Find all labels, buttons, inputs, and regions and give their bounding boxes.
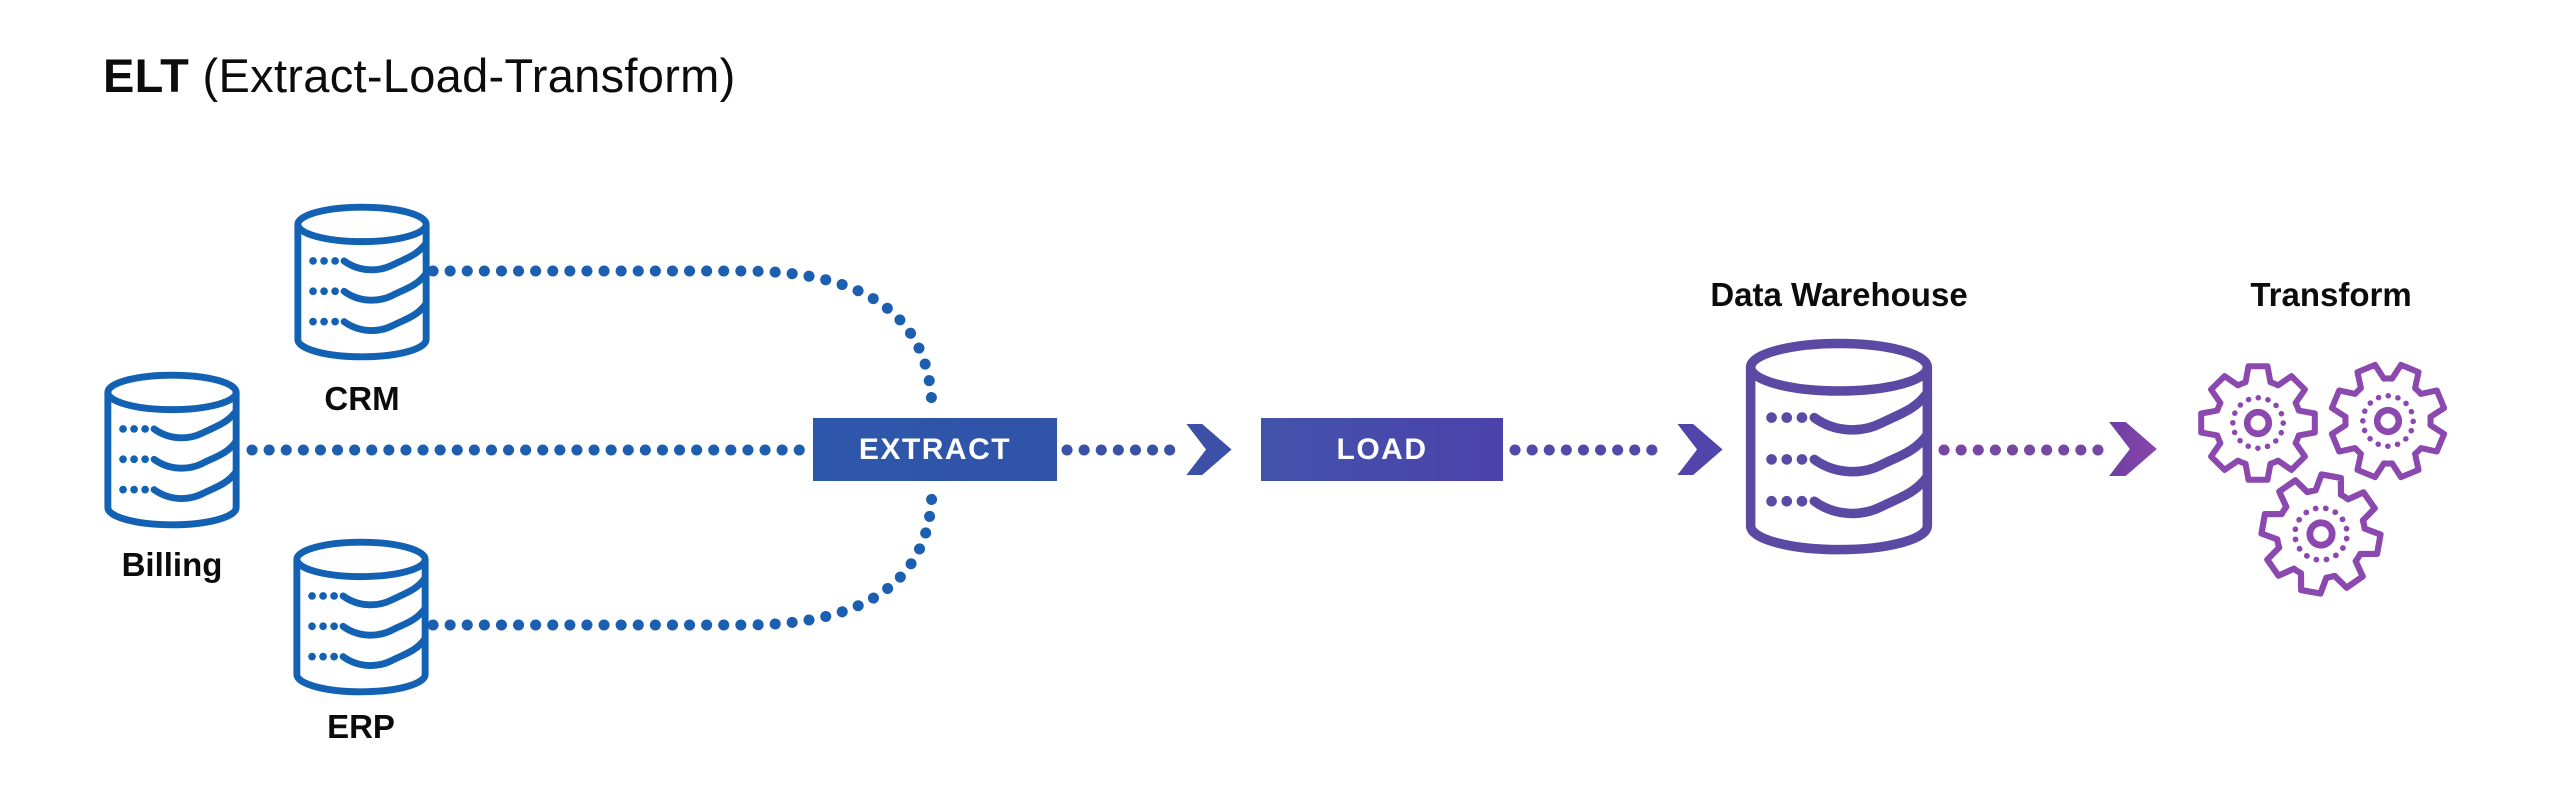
erp-database-icon [297,542,425,692]
flow-arrow-icon [1677,423,1723,476]
title-abbreviation: ELT [103,49,190,102]
erp-label: ERP [327,708,395,745]
title-expansion: (Extract-Load-Transform) [202,49,736,102]
diagram-title: ELT (Extract-Load-Transform) [103,50,736,102]
billing-label: Billing [121,546,223,583]
crm-label: CRM [324,380,400,417]
flow-arrow-icon [1186,423,1232,476]
gear-icon [2201,366,2315,480]
connector-crm-to-extract [427,265,938,419]
data-warehouse-label: Data Warehouse [1710,276,1968,313]
connector-erp-to-extract [427,481,938,631]
flow-arrow-icon [2109,422,2157,476]
billing-database-icon [108,375,236,525]
load-stage-box: LOAD [1261,418,1503,481]
data-warehouse-database-icon [1751,344,1928,550]
transform-label: Transform [2250,276,2412,313]
gear-icon [2253,466,2389,602]
gear-icon [2314,347,2462,495]
crm-database-icon [298,207,426,357]
transform-gears-icon [2201,347,2462,602]
extract-stage-box: EXTRACT [813,418,1057,481]
